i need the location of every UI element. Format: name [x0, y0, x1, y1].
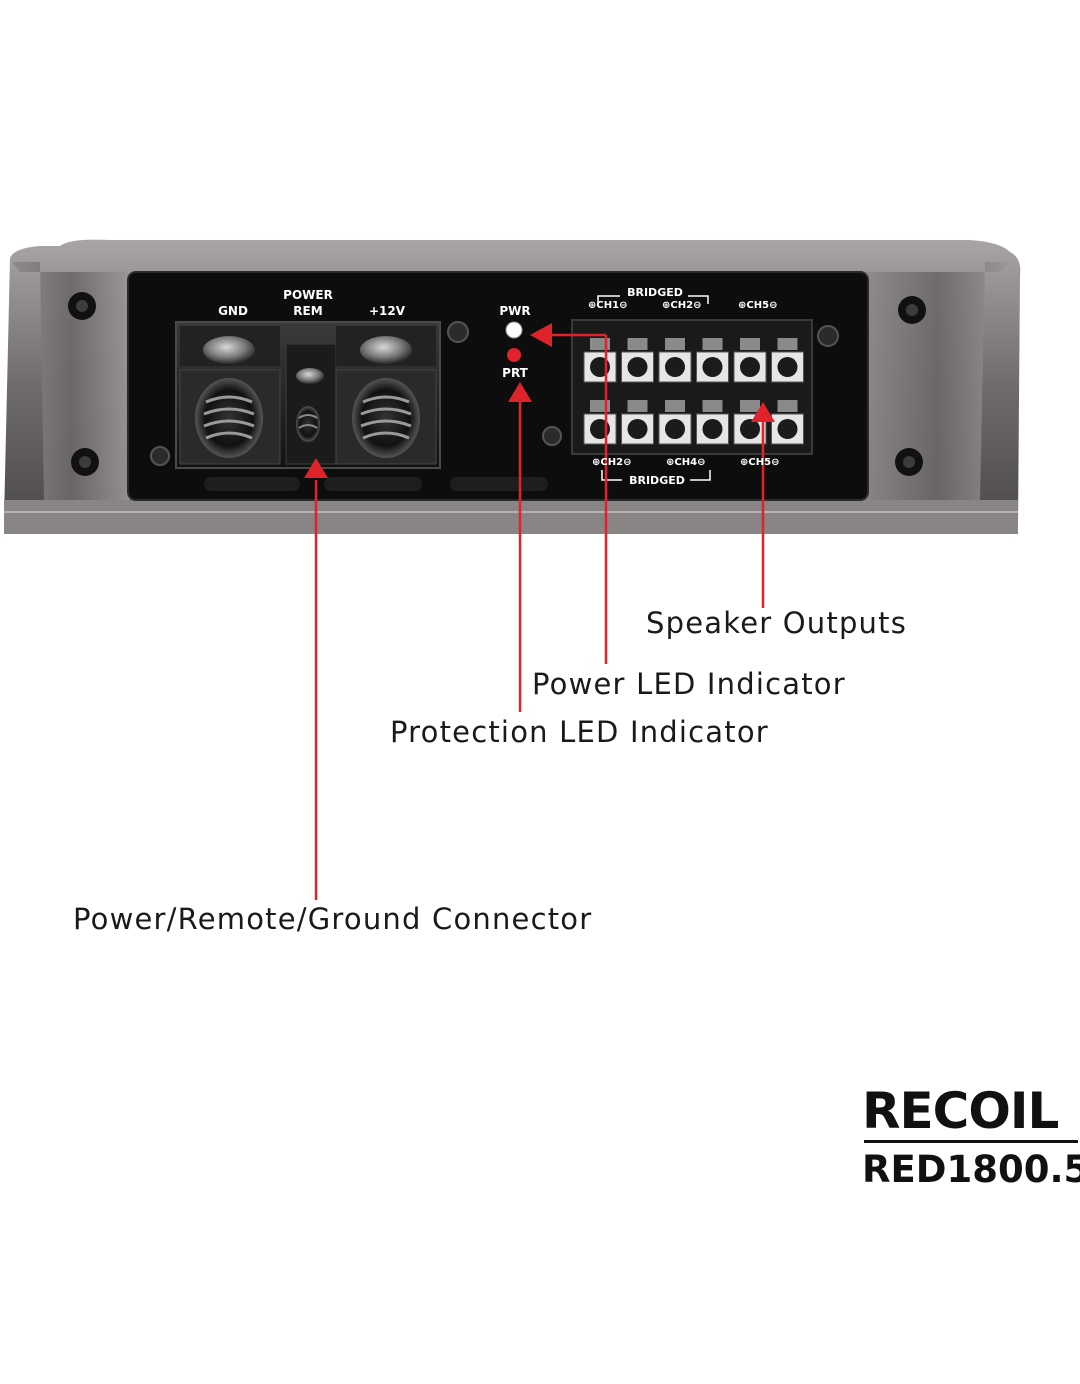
pwr-led — [505, 321, 523, 339]
ch-bottom-2-label: ⊕CH4⊖ — [666, 457, 706, 468]
power-terminal-block — [175, 321, 441, 469]
terminal-clamp — [665, 400, 685, 412]
power-led-callout: Power LED Indicator — [532, 667, 846, 701]
terminal-screw — [665, 357, 685, 377]
power-connector-callout: Power/Remote/Ground Connector — [73, 902, 593, 936]
bridged-bottom-label: BRIDGED — [629, 474, 685, 487]
panel-screw — [447, 321, 469, 343]
terminal-screw — [740, 357, 760, 377]
ch-top-3-label: ⊕CH5⊖ — [738, 300, 778, 311]
rem-label: REM — [293, 304, 323, 318]
panel-screw — [817, 325, 839, 347]
ch-top-2-label: ⊕CH2⊖ — [662, 300, 702, 311]
terminal-clamp — [777, 400, 798, 412]
speaker-outputs-callout: Speaker Outputs — [646, 606, 908, 640]
terminal-screw — [702, 357, 723, 377]
prt-label: PRT — [502, 366, 528, 380]
terminal-clamp — [740, 338, 760, 350]
bridged-top-label: BRIDGED — [627, 286, 683, 299]
callout-arrows — [304, 323, 775, 900]
terminal-clamp — [702, 338, 723, 350]
terminal-screw — [777, 419, 798, 439]
brand-logo: RECOIL — [862, 1082, 1059, 1140]
speaker-terminal-block — [571, 295, 813, 481]
terminal-screw — [665, 419, 685, 439]
terminal-screw — [777, 357, 798, 377]
terminal-screw — [702, 419, 723, 439]
terminal-clamp — [627, 338, 648, 350]
panel-screw — [542, 426, 562, 446]
vent-slot — [450, 477, 548, 491]
ch-bottom-1-label: ⊕CH2⊖ — [592, 457, 632, 468]
ch-bottom-3-label: ⊕CH5⊖ — [740, 457, 780, 468]
plus12v-label: +12V — [368, 304, 406, 318]
ch-top-1-label: ⊕CH1⊖ — [588, 300, 628, 311]
terminal-clamp — [627, 400, 648, 412]
terminal-screw — [627, 419, 648, 439]
terminal-clamp — [702, 400, 723, 412]
vent-slot — [204, 477, 300, 491]
panel-screw — [150, 446, 170, 466]
terminal-screw — [627, 357, 648, 377]
prt-led — [507, 348, 521, 362]
vent-slot — [324, 477, 422, 491]
terminal-screw — [740, 419, 760, 439]
terminal-clamp — [740, 400, 760, 412]
pwr-label: PWR — [499, 304, 531, 318]
model-number: RED1800.5 — [862, 1148, 1080, 1191]
terminal-clamp — [665, 338, 685, 350]
power-label: POWER — [283, 288, 333, 302]
gnd-label: GND — [218, 304, 248, 318]
terminal-clamp — [777, 338, 798, 350]
brand-divider — [864, 1140, 1078, 1143]
protection-led-callout: Protection LED Indicator — [390, 715, 769, 749]
